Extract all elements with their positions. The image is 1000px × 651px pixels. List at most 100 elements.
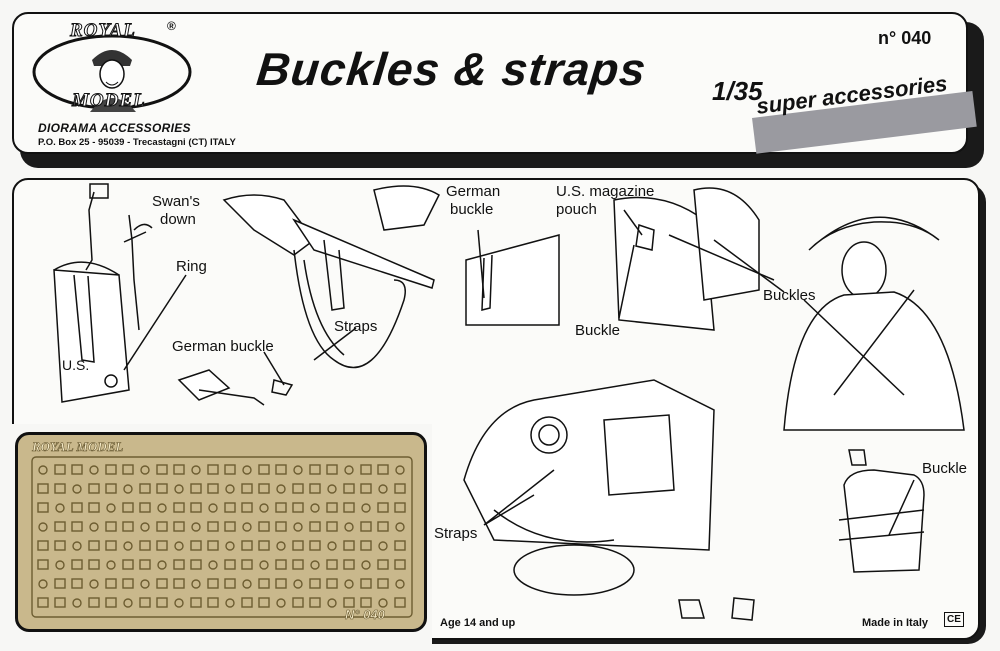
fret-part (327, 598, 337, 608)
royal-model-logo (32, 34, 192, 112)
fret-part (326, 521, 338, 532)
german-buckle-drawing (177, 369, 294, 406)
fret-part (173, 559, 185, 570)
age-warning: Age 14 and up (440, 617, 516, 629)
fret-part (139, 502, 151, 513)
fret-part (224, 502, 236, 513)
fret-part (343, 540, 355, 551)
fret-part (241, 597, 253, 608)
fret-part (292, 597, 304, 608)
fret-part (293, 465, 303, 475)
fret-part (139, 597, 151, 608)
fret-part (173, 502, 185, 513)
fret-part (292, 540, 304, 551)
fret-part (258, 521, 270, 532)
fret-part (275, 502, 287, 513)
fret-part (326, 464, 338, 475)
fret-part (360, 540, 372, 551)
label-straps-rifle: Straps (334, 318, 378, 335)
fret-part (378, 484, 388, 494)
fret-part (327, 484, 337, 494)
equipment-pile-illustration (463, 379, 755, 621)
fret-part (37, 502, 49, 513)
fret-part (326, 559, 338, 570)
fret-part (360, 597, 372, 608)
fret-part (378, 541, 388, 551)
fret-part (174, 541, 184, 551)
rifle-illustration (222, 185, 440, 369)
fret-part (191, 579, 201, 589)
fret-part (174, 484, 184, 494)
fret-part (105, 597, 117, 608)
fret-part (326, 502, 338, 513)
fret-part (174, 598, 184, 608)
fret-part (37, 540, 49, 551)
fret-part (38, 522, 48, 532)
fret-part (106, 503, 116, 513)
fret-part (122, 464, 134, 475)
fret-part (88, 483, 100, 494)
label-buckle-canteen: Buckle (922, 460, 968, 477)
fret-part (275, 559, 287, 570)
fret-part (309, 578, 321, 589)
fret-part (122, 502, 134, 513)
fret-part (292, 559, 304, 570)
fret-part (190, 502, 202, 513)
fret-part (88, 502, 100, 513)
fret-part (122, 578, 134, 589)
fret-part (37, 483, 49, 494)
fret-part (258, 540, 270, 551)
fret-part (394, 540, 406, 551)
bag-marking: U.S. (62, 357, 90, 373)
fret-part (377, 464, 389, 475)
fret-part (361, 503, 371, 513)
label-us-magazine: U.S. magazine (556, 183, 655, 200)
fret-part (207, 597, 219, 608)
fret-part (225, 541, 235, 551)
fret-part (139, 483, 151, 494)
fret-part (54, 540, 66, 551)
fret-part (242, 465, 252, 475)
fret-part (71, 502, 83, 513)
fret-part (224, 559, 236, 570)
fret-part (276, 484, 286, 494)
fret-part (241, 483, 253, 494)
fret-part (88, 540, 100, 551)
fret-part (72, 598, 82, 608)
label-german-buckle-box-2: buckle (450, 201, 494, 218)
fret-part (360, 483, 372, 494)
soldier-illustration (783, 216, 965, 431)
fret-part (54, 578, 66, 589)
label-swans-down-2: down (160, 211, 196, 228)
fret-part (54, 464, 66, 475)
product-title: Buckles & straps (254, 43, 650, 95)
fret-part (156, 483, 168, 494)
fret-part (156, 540, 168, 551)
fret-part (241, 502, 253, 513)
fret-part (156, 578, 168, 589)
fret-part (38, 579, 48, 589)
fret-part (140, 465, 150, 475)
fret-part (38, 465, 48, 475)
shoulder-bag-illustration (53, 183, 153, 403)
fret-part (37, 597, 49, 608)
fret-brand: ROYAL MODEL (32, 439, 124, 455)
fret-part (190, 597, 202, 608)
fret-part (157, 503, 167, 513)
scale-label: 1/35 (712, 76, 763, 106)
fret-part (105, 464, 117, 475)
fret-part (242, 522, 252, 532)
made-in: Made in Italy (862, 617, 929, 629)
label-pouch: pouch (556, 201, 597, 218)
fret-part (395, 465, 405, 475)
fret-part (394, 502, 406, 513)
fret-part (360, 464, 372, 475)
fret-part (309, 464, 321, 475)
fret-part (224, 464, 236, 475)
fret-part (275, 521, 287, 532)
fret-part (71, 464, 83, 475)
fret-part (378, 598, 388, 608)
fret-part (71, 578, 83, 589)
fret-number: N° 040 (345, 607, 385, 623)
fret-part (89, 522, 99, 532)
